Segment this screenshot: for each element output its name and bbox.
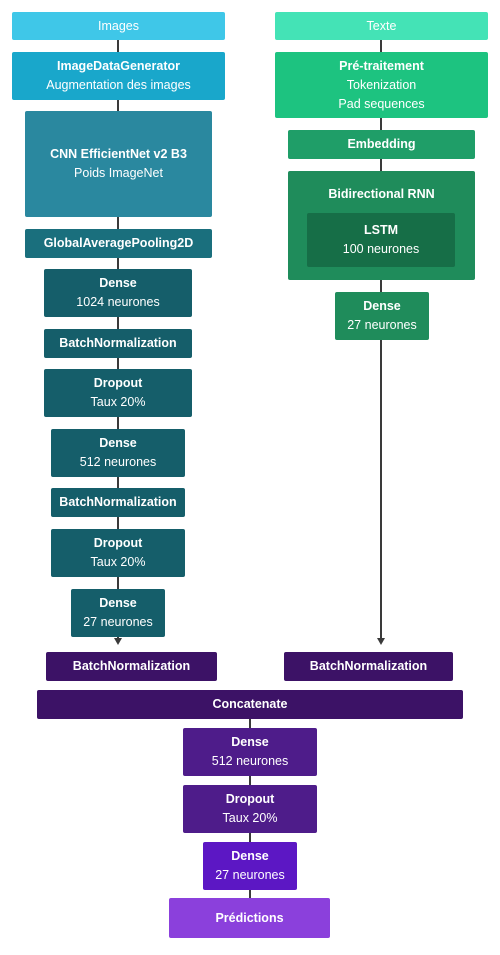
left-dense-27-title: Dense	[99, 596, 137, 610]
merge-dropout-node: Dropout Taux 20%	[183, 785, 317, 833]
left-batchnorm-1-node: BatchNormalization	[44, 329, 192, 358]
left-batchnorm-1-label: BatchNormalization	[59, 336, 177, 350]
left-dropout-1-sub: Taux 20%	[90, 395, 146, 409]
left-dropout-1-node: Dropout Taux 20%	[44, 369, 192, 417]
predictions-node: Prédictions	[169, 898, 330, 938]
right-arrow-head	[377, 638, 385, 645]
right-dense-27-node: Dense 27 neurones	[335, 292, 429, 340]
concatenate-node: Concatenate	[37, 690, 463, 719]
preprocessing-node: Pré-traitement Tokenization Pad sequence…	[275, 52, 488, 118]
right-batchnorm-node: BatchNormalization	[284, 652, 453, 681]
right-dense-27-sub: 27 neurones	[347, 318, 417, 332]
merge-dense-512-sub: 512 neurones	[211, 754, 289, 768]
concatenate-label: Concatenate	[212, 697, 288, 711]
left-dropout-2-title: Dropout	[93, 536, 143, 550]
left-dropout-1-title: Dropout	[93, 376, 143, 390]
lstm-title: LSTM	[363, 223, 399, 237]
bidirectional-rnn-label: Bidirectional RNN	[328, 187, 435, 201]
preprocessing-line-2: Pad sequences	[338, 96, 425, 111]
left-batchnorm-2-label: BatchNormalization	[59, 495, 177, 509]
preprocessing-line-1: Tokenization	[346, 77, 417, 92]
merge-dense-512-title: Dense	[231, 735, 269, 749]
embedding-label: Embedding	[347, 137, 416, 151]
cnn-title: CNN EfficientNet v2 B3	[50, 147, 187, 161]
left-dense-27-node: Dense 27 neurones	[71, 589, 165, 637]
left-dense-512-title: Dense	[99, 436, 137, 450]
predictions-label: Prédictions	[215, 910, 284, 925]
merge-dropout-sub: Taux 20%	[222, 811, 278, 825]
left-dense-1024-sub: 1024 neurones	[76, 295, 160, 309]
image-data-generator-node: ImageDataGenerator Augmentation des imag…	[12, 52, 225, 100]
lstm-sub: 100 neurones	[342, 242, 420, 256]
left-batchnorm-2-node: BatchNormalization	[51, 488, 185, 517]
left-dense-27-sub: 27 neurones	[83, 615, 153, 629]
left-dropout-2-node: Dropout Taux 20%	[51, 529, 185, 577]
images-header: Images	[12, 12, 225, 40]
left-dropout-2-sub: Taux 20%	[90, 555, 146, 569]
image-data-generator-sub: Augmentation des images	[46, 78, 191, 92]
global-average-pooling-label: GlobalAveragePooling2D	[43, 236, 194, 250]
cnn-node: CNN EfficientNet v2 B3 Poids ImageNet	[25, 111, 212, 217]
image-data-generator-title: ImageDataGenerator	[57, 59, 180, 73]
texte-header: Texte	[275, 12, 488, 40]
merge-dense-27-title: Dense	[231, 849, 269, 863]
right-batchnorm-label: BatchNormalization	[309, 659, 428, 673]
left-batchnorm-3-node: BatchNormalization	[46, 652, 217, 681]
left-dense-1024-title: Dense	[99, 276, 137, 290]
images-header-label: Images	[98, 18, 139, 33]
embedding-node: Embedding	[288, 130, 475, 159]
merge-dense-512-node: Dense 512 neurones	[183, 728, 317, 776]
left-batchnorm-3-label: BatchNormalization	[72, 659, 191, 673]
left-dense-512-node: Dense 512 neurones	[51, 429, 185, 477]
left-dense-512-sub: 512 neurones	[79, 455, 157, 469]
preprocessing-title: Pré-traitement	[339, 58, 424, 73]
left-arrow-head	[114, 638, 122, 645]
cnn-sub: Poids ImageNet	[74, 166, 163, 180]
merge-dropout-title: Dropout	[225, 792, 275, 806]
merge-dense-27-node: Dense 27 neurones	[203, 842, 297, 890]
global-average-pooling-node: GlobalAveragePooling2D	[25, 229, 212, 258]
texte-header-label: Texte	[366, 18, 397, 33]
merge-dense-27-sub: 27 neurones	[215, 868, 285, 882]
lstm-node: LSTM 100 neurones	[307, 213, 455, 267]
left-dense-1024-node: Dense 1024 neurones	[44, 269, 192, 317]
right-dense-27-title: Dense	[363, 299, 401, 313]
